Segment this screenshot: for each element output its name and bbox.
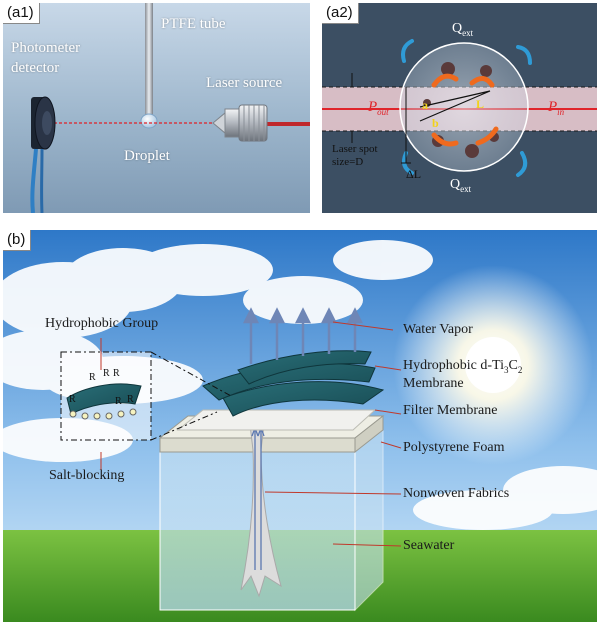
delta-l-label: ΔL [406, 167, 422, 181]
r-label-6: R [127, 394, 134, 405]
detector-label: detector [11, 60, 60, 76]
laser-source-label: Laser source [206, 75, 283, 91]
r-label-2: R [103, 368, 110, 379]
setup-illustration [30, 3, 310, 213]
segment-l-label: L [476, 97, 485, 111]
p-in-label: Pin [548, 99, 565, 117]
q-ext-bottom-label: Qext [450, 177, 472, 194]
p-out-label: Pout [368, 99, 389, 117]
droplet-schematic [322, 39, 597, 177]
segment-a-label: a [422, 98, 428, 112]
geometry-lines [419, 90, 491, 122]
clouds [3, 240, 597, 530]
laser-source [212, 104, 268, 142]
laser-spot-label-2: size=D [332, 156, 364, 168]
segment-b-label: b [432, 116, 439, 130]
panel-b-label: (b) [3, 230, 32, 251]
r-label-4: R [69, 394, 76, 405]
capillary-arrows [251, 426, 265, 570]
membrane-label-line2: Membrane [403, 376, 464, 391]
water-vapor-arrows [242, 307, 364, 364]
panel-a1-label: (a1) [3, 3, 40, 24]
evaporation-device-illustration [3, 230, 597, 622]
hydrophobic-group-label: Hydrophobic Group [45, 316, 159, 331]
callout-lines [100, 321, 402, 547]
filter-membrane-label: Filter Membrane [403, 403, 498, 418]
membrane-label-line1: Hydrophobic d-Ti3C2 [403, 358, 523, 375]
polystyrene-foam-label: Polystyrene Foam [403, 440, 505, 455]
photometer-label: Photometer [11, 40, 81, 56]
salt-blocking-label: Salt-blocking [49, 468, 125, 483]
ti3c2-membrane [202, 350, 385, 417]
r-label-1: R [89, 372, 96, 383]
panel-a2-schematic: Qext Qext Pout Pin a b L ΔL Laser spot s… [322, 3, 597, 213]
nonwoven-fabrics-label: Nonwoven Fabrics [403, 486, 510, 501]
r-label-3: R [113, 368, 120, 379]
photometer-detector [30, 96, 56, 213]
heat-arrows [431, 73, 499, 147]
laser-spot-label-1: Laser spot [332, 143, 378, 155]
panel-a2-label: (a2) [322, 3, 359, 24]
ptfe-tube-label: PTFE tube [161, 16, 226, 32]
filter-membrane [176, 409, 377, 431]
ptfe-tube [145, 3, 153, 115]
water-vapor-label: Water Vapor [403, 322, 473, 337]
zoom-inset [60, 351, 232, 441]
flow-arrows [401, 39, 532, 177]
panel-b-illustration: R R R R R R Hydrophobic Group Salt-block… [3, 230, 597, 622]
r-label-5: R [115, 396, 122, 407]
droplet [140, 113, 158, 129]
seawater-label: Seawater [403, 538, 455, 553]
droplet-label: Droplet [124, 148, 170, 164]
panel-a1-photograph: Photometer detector PTFE tube Laser sour… [3, 3, 310, 213]
droplet-circle [399, 42, 529, 172]
q-ext-top-label: Qext [452, 21, 474, 38]
